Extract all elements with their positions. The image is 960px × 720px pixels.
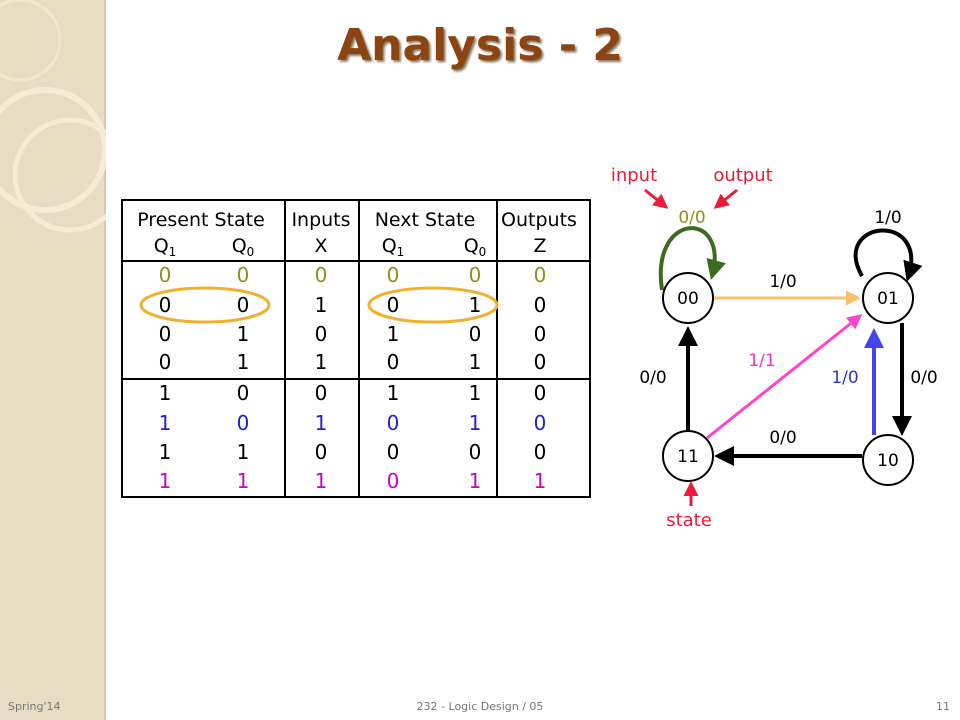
- annotation-input-arrow: [644, 188, 669, 209]
- table-cell-r2-c2: 0: [315, 322, 328, 346]
- table-cell-r7-c0: 1: [159, 469, 172, 493]
- transition-label-t00-01: 1/0: [769, 272, 796, 292]
- state-label-11: 11: [677, 447, 699, 467]
- decorative-circles: [0, 0, 106, 233]
- table-cell-r0-c4: 0: [469, 263, 482, 287]
- state-node-01: [862, 272, 914, 324]
- table-cell-r1-c5: 0: [534, 293, 547, 317]
- table-cell-r5-c5: 0: [534, 411, 547, 435]
- annotation-input: input: [611, 165, 657, 186]
- table-cell-r1-c0: 0: [159, 293, 172, 317]
- table-cell-r1-c4: 1: [469, 293, 482, 317]
- table-cell-r4-c3: 1: [387, 381, 400, 405]
- state-label-10: 10: [877, 451, 899, 471]
- table-cell-r0-c0: 0: [159, 263, 172, 287]
- table-cell-r6-c0: 1: [159, 440, 172, 464]
- table-cell-r7-c5: 1: [534, 469, 547, 493]
- table-cell-r3-c5: 0: [534, 350, 547, 374]
- table-cell-r2-c5: 0: [534, 322, 547, 346]
- table-header-2: Next State: [375, 209, 476, 231]
- transition-label-t10-11: 0/0: [769, 428, 796, 448]
- table-cell-r7-c4: 1: [469, 469, 482, 493]
- table-cell-r2-c1: 1: [237, 322, 250, 346]
- table-cell-r0-c5: 0: [534, 263, 547, 287]
- transition-label-t11-01: 1/1: [748, 351, 775, 371]
- sidebar-decoration: [0, 0, 106, 720]
- table-cell-r4-c2: 0: [315, 381, 328, 405]
- state-label-01: 01: [877, 289, 899, 309]
- table-cell-r7-c3: 0: [387, 469, 400, 493]
- table-cell-r4-c0: 1: [159, 381, 172, 405]
- table-cell-r1-c1: 0: [237, 293, 250, 317]
- transition-t00-self: [658, 226, 726, 291]
- annotation-output-arrow: [713, 188, 738, 209]
- transition-t11-01: [706, 314, 863, 440]
- table-cell-r3-c1: 1: [237, 350, 250, 374]
- table-cell-r6-c2: 0: [315, 440, 328, 464]
- state-node-00: [662, 272, 714, 324]
- table-cell-r0-c1: 0: [237, 263, 250, 287]
- annotation-output: output: [713, 165, 772, 186]
- table-cell-r2-c4: 0: [469, 322, 482, 346]
- present-state-highlight: [139, 286, 271, 324]
- transition-t01-self: [853, 228, 923, 282]
- table-cell-r4-c1: 0: [237, 381, 250, 405]
- table-subheader: Q1: [382, 235, 405, 259]
- table-subheader: Z: [533, 235, 546, 257]
- transition-label-t10-01: 1/0: [831, 368, 858, 388]
- table-header-0: Present State: [137, 209, 265, 231]
- table-cell-r4-c5: 0: [534, 381, 547, 405]
- table-cell-r6-c4: 0: [469, 440, 482, 464]
- table-cell-r2-c0: 0: [159, 322, 172, 346]
- footer-page-number: 11: [936, 700, 950, 713]
- slide-title: Analysis - 2: [337, 20, 623, 71]
- table-cell-r5-c2: 1: [315, 411, 328, 435]
- table-cell-r5-c3: 0: [387, 411, 400, 435]
- footer-course: 232 - Logic Design / 05: [416, 700, 544, 713]
- transition-label-t01-10: 0/0: [910, 368, 937, 388]
- table-subheader: Q1: [154, 235, 177, 259]
- table-cell-r5-c4: 1: [469, 411, 482, 435]
- table-cell-r2-c3: 1: [387, 322, 400, 346]
- table-cell-r0-c2: 0: [315, 263, 328, 287]
- table-cell-r1-c3: 0: [387, 293, 400, 317]
- next-state-highlight: [367, 286, 499, 324]
- table-cell-r5-c0: 1: [159, 411, 172, 435]
- transition-label-t01-self: 1/0: [874, 208, 901, 228]
- table-cell-r3-c3: 0: [387, 350, 400, 374]
- table-cell-r7-c1: 1: [237, 469, 250, 493]
- table-cell-r5-c1: 0: [237, 411, 250, 435]
- annotation-state: state: [666, 510, 712, 531]
- table-header-1: Inputs: [291, 209, 350, 231]
- table-cell-r3-c4: 1: [469, 350, 482, 374]
- table-cell-r7-c2: 1: [315, 469, 328, 493]
- state-diagram: 0/0 1/0 1/0 0/0 1/1 1/0 0/0 0/0 00 01 11 10 input out…: [611, 165, 938, 531]
- table-subheader: Q0: [232, 235, 255, 259]
- table-subheader: X: [314, 235, 327, 257]
- table-cell-r3-c2: 1: [315, 350, 328, 374]
- state-label-00: 00: [677, 289, 699, 309]
- table-header-3: Outputs: [501, 209, 577, 231]
- table-cell-r4-c4: 1: [469, 381, 482, 405]
- transition-label-t00-self: 0/0: [678, 208, 705, 228]
- table-cell-r6-c3: 0: [387, 440, 400, 464]
- footer-term: Spring'14: [8, 700, 61, 713]
- table-cell-r1-c2: 1: [315, 293, 328, 317]
- table-subheader: Q0: [464, 235, 487, 259]
- table-cell-r0-c3: 0: [387, 263, 400, 287]
- state-node-10: [862, 434, 914, 486]
- table-cell-r3-c0: 0: [159, 350, 172, 374]
- table-cell-r6-c5: 0: [534, 440, 547, 464]
- transition-label-t11-00: 0/0: [639, 368, 666, 388]
- table-cell-r6-c1: 1: [237, 440, 250, 464]
